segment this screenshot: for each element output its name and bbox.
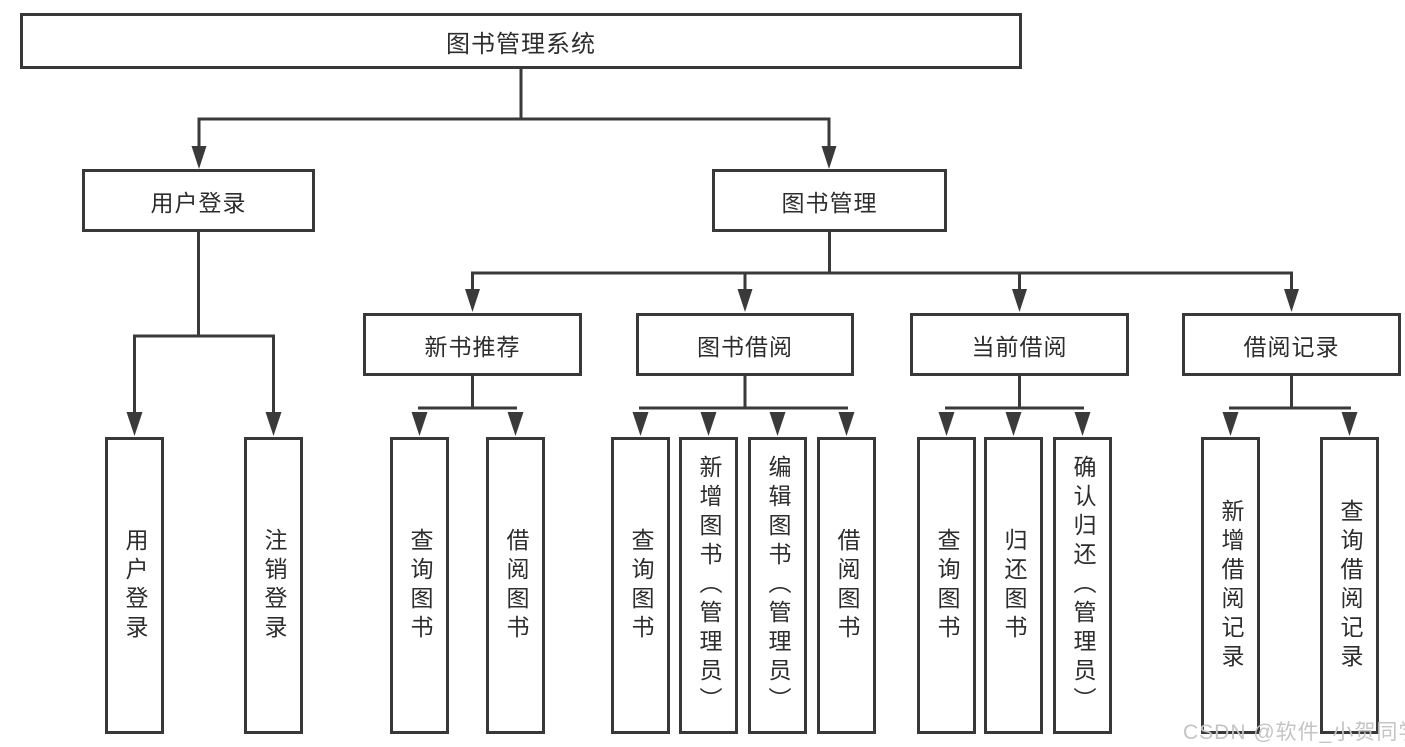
node-label: 用户登录: [150, 189, 247, 216]
node-label: 用户登录: [122, 527, 148, 644]
node-label: 新增图书（管理员）: [696, 455, 722, 716]
node-borrowing-records: 借阅记录: [1182, 313, 1401, 376]
node-label: 图书借阅: [697, 333, 793, 360]
leaf-add-books-admin: 新增图书（管理员）: [679, 437, 738, 734]
node-book-management: 图书管理: [712, 169, 947, 232]
csdn-watermark: CSDN @软件_小贺同学: [1183, 721, 1405, 744]
node-label: 查询借阅记录: [1337, 498, 1363, 673]
node-label: 借阅图书: [834, 527, 860, 644]
leaf-confirm-return-admin: 确认归还（管理员）: [1053, 437, 1112, 734]
node-label: 新书推荐: [424, 333, 521, 360]
node-library-management-system: 图书管理系统: [20, 13, 1022, 69]
node-label: 当前借阅: [971, 333, 1068, 360]
leaf-edit-books-admin: 编辑图书（管理员）: [748, 437, 807, 734]
node-label: 查询图书: [407, 527, 433, 644]
node-user-login: 用户登录: [82, 169, 315, 232]
leaf-borrow-books-recommend: 借阅图书: [486, 437, 545, 734]
node-current-borrowing: 当前借阅: [910, 313, 1129, 376]
node-label: 归还图书: [1001, 527, 1027, 644]
leaf-add-borrow-record: 新增借阅记录: [1201, 437, 1260, 734]
node-label: 图书管理系统: [446, 30, 596, 58]
node-label: 查询图书: [628, 527, 654, 644]
node-label: 借阅图书: [503, 527, 529, 644]
leaf-logout: 注销登录: [244, 437, 303, 734]
leaf-borrow-books-borrow: 借阅图书: [817, 437, 876, 734]
node-label: 注销登录: [261, 527, 287, 644]
node-book-borrowing: 图书借阅: [636, 313, 854, 376]
leaf-query-books-borrow: 查询图书: [611, 437, 670, 734]
node-new-book-recommendation: 新书推荐: [363, 313, 582, 376]
node-label: 图书管理: [781, 189, 878, 216]
leaf-return-books: 归还图书: [984, 437, 1043, 734]
node-label: 新增借阅记录: [1218, 498, 1244, 673]
node-label: 查询图书: [934, 527, 960, 644]
leaf-query-borrow-record: 查询借阅记录: [1320, 437, 1379, 734]
node-label: 借阅记录: [1243, 333, 1340, 360]
leaf-user-login: 用户登录: [105, 437, 164, 734]
node-label: 确认归还（管理员）: [1070, 455, 1096, 716]
node-label: 编辑图书（管理员）: [765, 455, 791, 716]
leaf-query-books-recommend: 查询图书: [390, 437, 449, 734]
leaf-query-books-current: 查询图书: [917, 437, 976, 734]
